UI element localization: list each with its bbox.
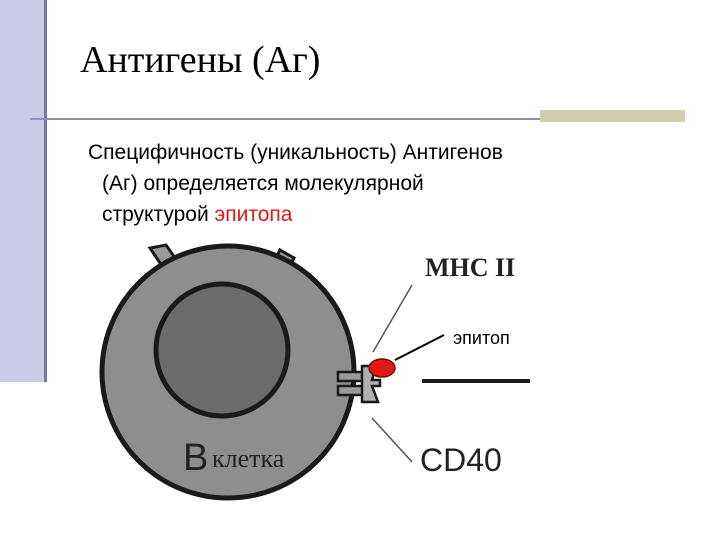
title-divider — [30, 118, 685, 120]
slide-body-text: Специфичность (уникальность) Антигенов (… — [88, 137, 698, 230]
mhc-ii-label: MHC II — [425, 253, 515, 282]
mhc-pointer-line — [372, 284, 413, 353]
divider-accent-bar — [540, 110, 685, 122]
cd40-label: CD40 — [420, 442, 502, 478]
epitop-label: эпитоп — [453, 328, 510, 348]
epitope-marker — [368, 358, 396, 378]
kletka-label: клетка — [212, 444, 285, 473]
slide-title: Антигены (Аг) — [80, 39, 321, 81]
cd40-pointer-line — [371, 417, 413, 463]
slide-sidebar-decoration — [0, 0, 47, 382]
body-line-1: Специфичность (уникальность) Антигенов — [88, 141, 503, 164]
epitop-pointer-line — [394, 334, 445, 361]
body-line-2: (Аг) определяется молекулярной — [102, 172, 424, 195]
body-line-3-prefix: структурой — [102, 203, 215, 226]
b-cell-letter: B — [183, 437, 208, 479]
epitope-highlight-word: эпитопа — [214, 203, 293, 226]
cell-nucleus — [153, 281, 291, 419]
body-line-3: структурой эпитопа — [88, 199, 698, 230]
